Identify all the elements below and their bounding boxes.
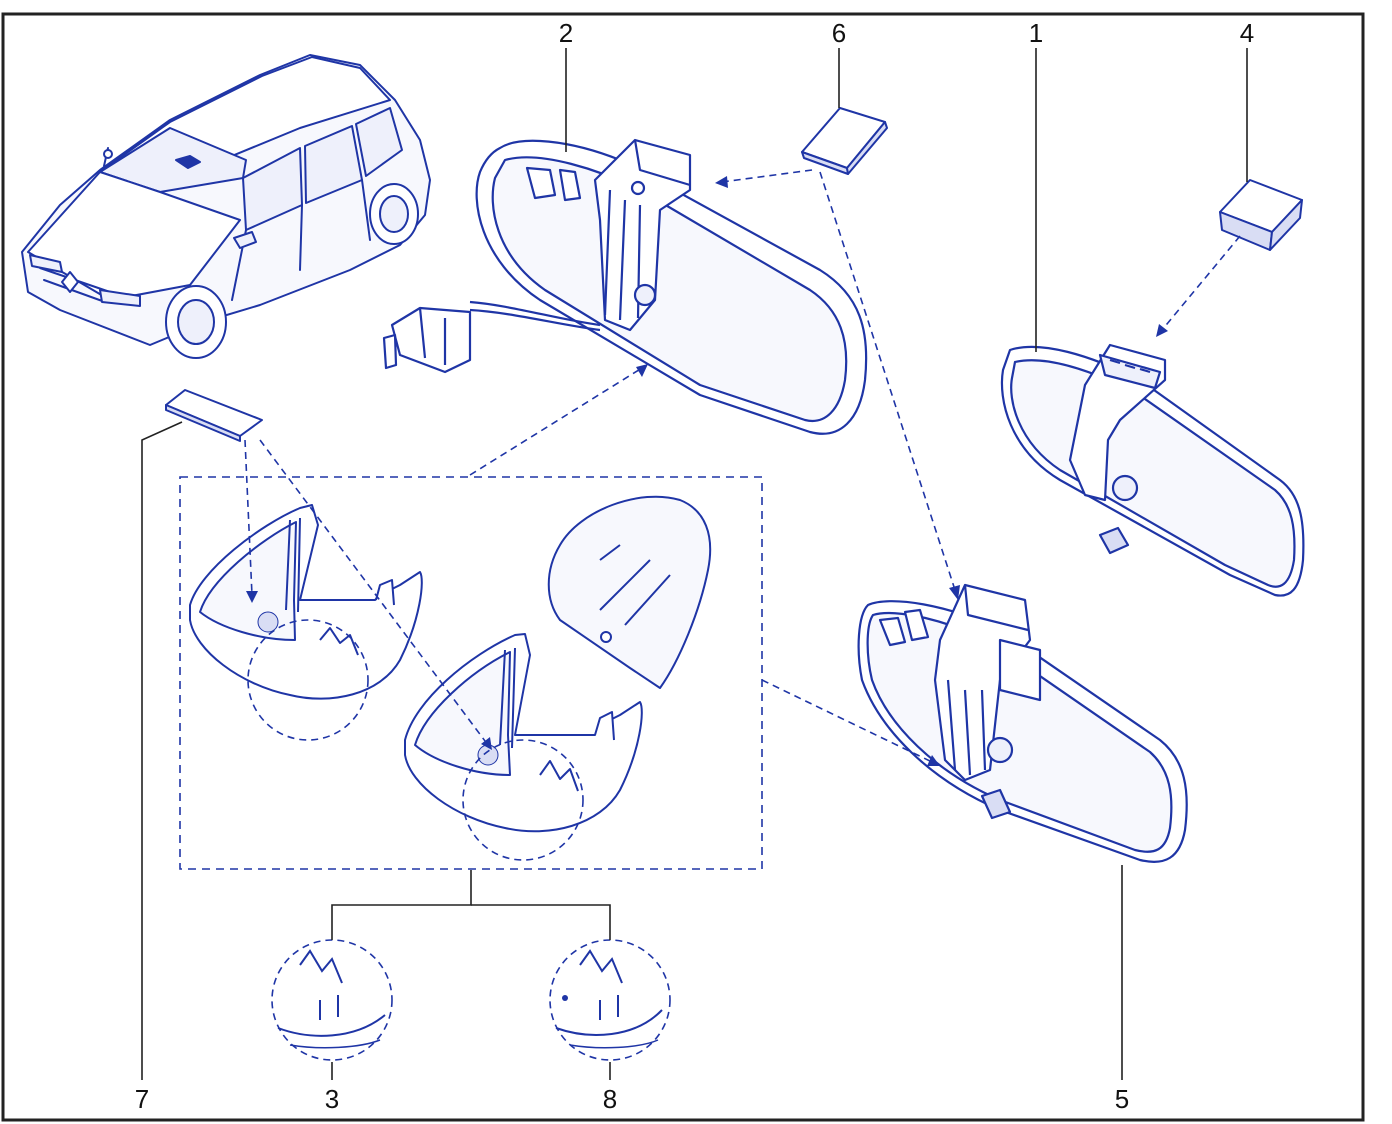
rear-view-mirror-1 <box>1000 343 1305 597</box>
callout-1: 1 <box>1029 18 1043 48</box>
detail-circle-middle <box>462 739 584 861</box>
callout-5: 5 <box>1115 1084 1129 1114</box>
leader-lines <box>141 48 1248 1080</box>
arrow-heads <box>246 176 1168 766</box>
detail-variant-3 <box>271 939 393 1061</box>
callout-3: 3 <box>325 1084 339 1114</box>
cover-part-left <box>189 504 423 700</box>
cover-part-top-right <box>547 495 712 689</box>
adhesive-pad-7 <box>165 389 263 442</box>
callout-2: 2 <box>559 18 573 48</box>
detail-variant-8 <box>549 939 671 1061</box>
car-illustration <box>21 54 431 359</box>
adhesive-pad-4 <box>1219 179 1303 251</box>
adhesive-pad-6 <box>801 107 888 175</box>
callout-4: 4 <box>1240 18 1254 48</box>
callout-7: 7 <box>135 1084 149 1114</box>
callout-8: 8 <box>603 1084 617 1114</box>
assembly-arrows <box>244 169 1241 763</box>
detail-circle-left <box>247 619 369 741</box>
rear-view-mirror-5 <box>857 583 1188 863</box>
callout-6: 6 <box>832 18 846 48</box>
rear-view-mirror-2 <box>382 138 868 435</box>
cover-kit-box <box>179 476 763 870</box>
